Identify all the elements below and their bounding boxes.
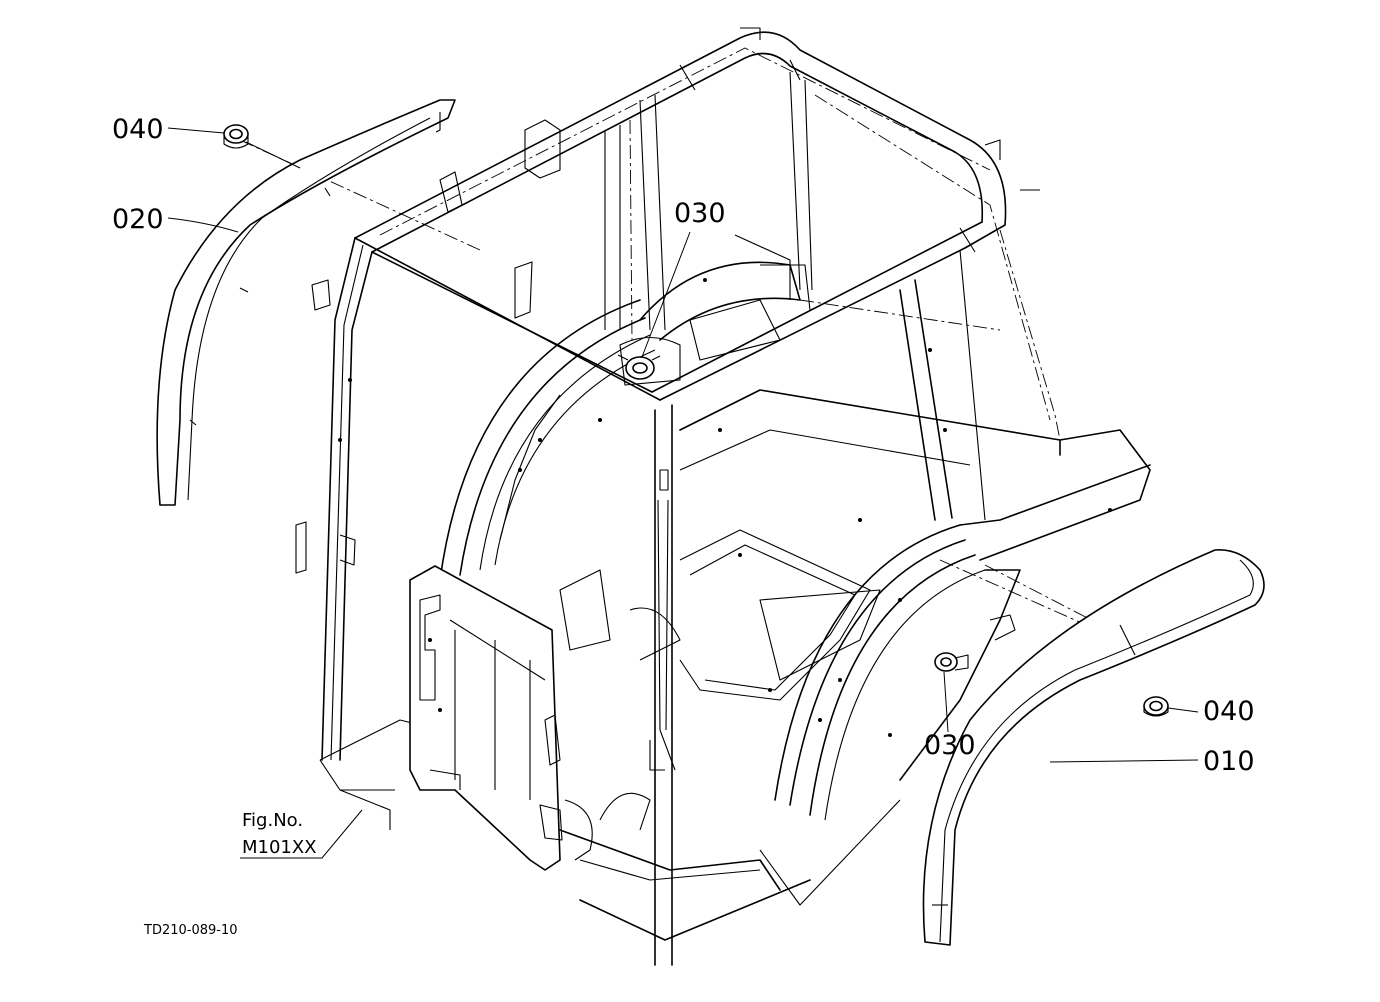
leader-010 <box>1049 759 1199 763</box>
callout-labels: 040 020 030 040 030 010 Fig.No. M101XX T… <box>112 114 1255 938</box>
seat-area <box>619 234 811 386</box>
part-040-grommet-right <box>1143 696 1169 717</box>
leader-030-right <box>943 671 949 733</box>
drawing-number: TD210-089-10 <box>143 923 238 938</box>
callout-030-right: 030 <box>924 730 976 761</box>
part-010-fender-cover-right <box>922 549 1265 946</box>
leader-030-top <box>641 231 691 358</box>
callout-040-right: 040 <box>1203 696 1255 727</box>
leader-figref <box>240 809 363 859</box>
cab-frame <box>295 27 1040 966</box>
leader-lines <box>167 127 1199 859</box>
figure-ref-label: Fig.No. <box>242 810 303 831</box>
front-step-panel <box>409 565 593 871</box>
left-wheel-arch <box>439 299 656 581</box>
cab-floor <box>319 389 1151 941</box>
callout-020: 020 <box>112 204 164 235</box>
callout-030-top: 030 <box>674 198 726 229</box>
right-fender-body <box>559 464 1151 906</box>
part-040-grommet-left <box>223 124 249 149</box>
part-030-stud-top <box>617 354 661 380</box>
mounting-holes <box>338 278 1112 737</box>
callout-040-left: 040 <box>112 114 164 145</box>
part-020-fender-cover-left <box>156 99 456 506</box>
callout-010: 010 <box>1203 746 1255 777</box>
leader-040-left <box>167 127 225 134</box>
leader-020 <box>167 217 239 233</box>
part-030-stud-right <box>934 652 969 672</box>
figure-ref-number: M101XX <box>242 837 317 858</box>
leader-040-right <box>1167 707 1199 713</box>
